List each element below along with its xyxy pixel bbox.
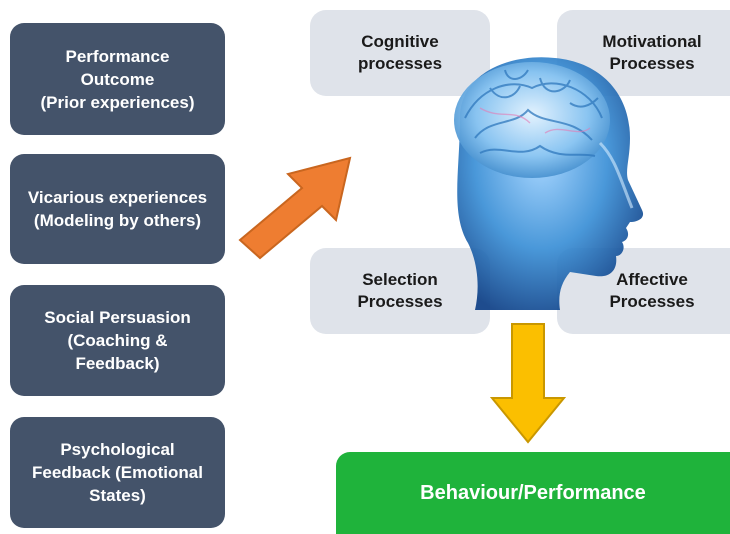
result-box-behaviour-performance: Behaviour/Performance (336, 452, 730, 534)
result-box-label: Behaviour/Performance (420, 481, 646, 504)
source-box-label: Vicarious experiences (Modeling by other… (27, 188, 208, 230)
human-head-brain-icon (454, 57, 644, 310)
process-box-label: Affective Processes (609, 270, 695, 311)
process-box-cognitive: Cognitive processes (310, 10, 490, 96)
process-box-motivational: Motivational Processes (557, 10, 730, 96)
process-box-selection: Selection Processes (310, 248, 490, 334)
source-box-label: Social Persuasion (Coaching & Feedback) (44, 308, 191, 373)
brain-shape (454, 62, 610, 178)
orange-arrow-shape (238, 156, 352, 260)
source-box-vicarious-experiences: Vicarious experiences (Modeling by other… (10, 154, 225, 264)
yellow-arrow-shape (489, 323, 567, 444)
brain-folds (464, 69, 603, 157)
yellow-arrow-icon (489, 323, 567, 444)
process-box-affective: Affective Processes (557, 248, 730, 334)
source-box-label: Performance Outcome (Prior experiences) (40, 46, 195, 112)
source-box-social-persuasion: Social Persuasion (Coaching & Feedback) (10, 285, 225, 396)
process-box-label: Motivational Processes (602, 32, 702, 73)
face-highlight (598, 141, 634, 209)
source-box-performance-outcome: Performance Outcome (Prior experiences) (10, 23, 225, 135)
source-box-label: Psychological Feedback (Emotional States… (32, 440, 203, 505)
process-box-label: Cognitive processes (357, 32, 443, 73)
orange-arrow-icon (238, 156, 352, 260)
brain-accents (479, 107, 591, 134)
source-box-psychological-feedback: Psychological Feedback (Emotional States… (10, 417, 225, 528)
process-box-label: Selection Processes (357, 270, 443, 311)
